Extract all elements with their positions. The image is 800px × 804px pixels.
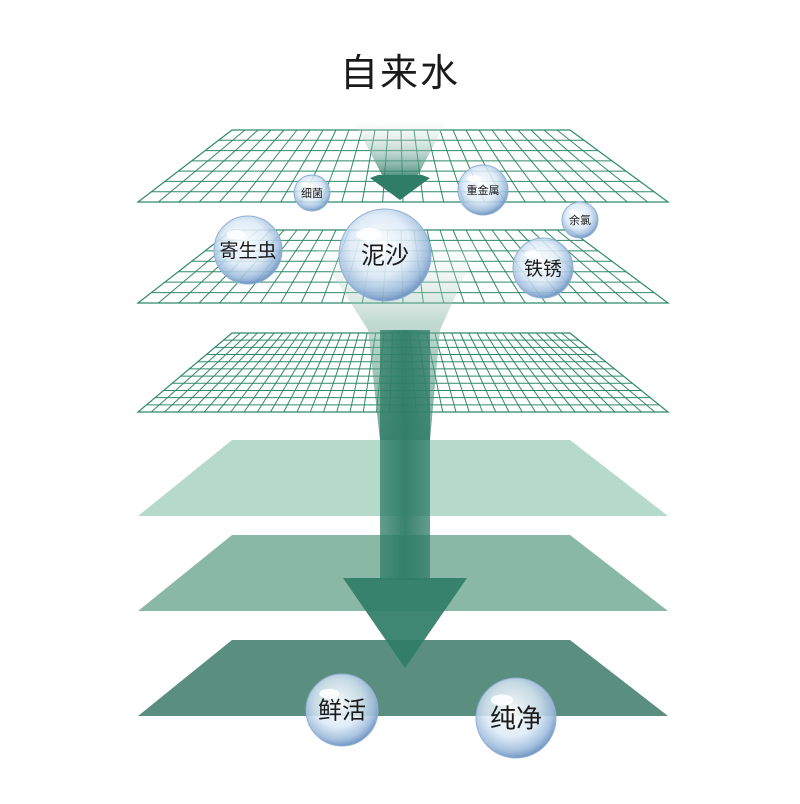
result-pure: 纯净: [475, 677, 557, 759]
bubble-highlight: [300, 182, 311, 188]
bubble-label: 铁锈: [524, 258, 562, 280]
bubble-label: 鲜活: [318, 697, 366, 725]
bubble-label: 重金属: [467, 183, 500, 197]
bubble-label: 泥沙: [361, 242, 409, 270]
bubble-label: 余氯: [569, 213, 591, 227]
labels-bubbles: 细菌 重金属余氯寄生虫 泥沙铁锈鲜活 纯净: [213, 164, 599, 759]
impurity-silt: 泥沙: [338, 208, 432, 302]
water-flow-arrows: [312, 118, 480, 668]
page-title: 自来水: [339, 51, 460, 95]
inlet-arrowhead: [370, 175, 430, 200]
bubble-highlight: [524, 250, 541, 259]
result-fresh: 鲜活: [305, 673, 379, 747]
impurity-rust: 铁锈: [512, 237, 574, 299]
impurity-heavy-metal: 重金属: [457, 164, 509, 216]
bubble-label: 纯净: [490, 704, 542, 734]
inlet-funnel: [352, 118, 448, 175]
bubble-highlight: [226, 229, 246, 240]
flow-stem: [380, 330, 430, 580]
impurity-bacteria: 细菌: [293, 174, 331, 212]
bubble-highlight: [490, 694, 514, 706]
impurity-parasites: 寄生虫: [213, 215, 283, 285]
bubble-highlight: [356, 227, 382, 241]
bubble-label: 细菌: [301, 187, 323, 200]
outlet-arrowhead: [343, 578, 467, 668]
bubble-highlight: [319, 688, 340, 699]
bubble-label: 寄生虫: [219, 240, 276, 262]
bubble-highlight: [467, 175, 482, 183]
impurity-residual-chlorine: 余氯: [561, 201, 599, 239]
bubble-highlight: [568, 209, 579, 215]
